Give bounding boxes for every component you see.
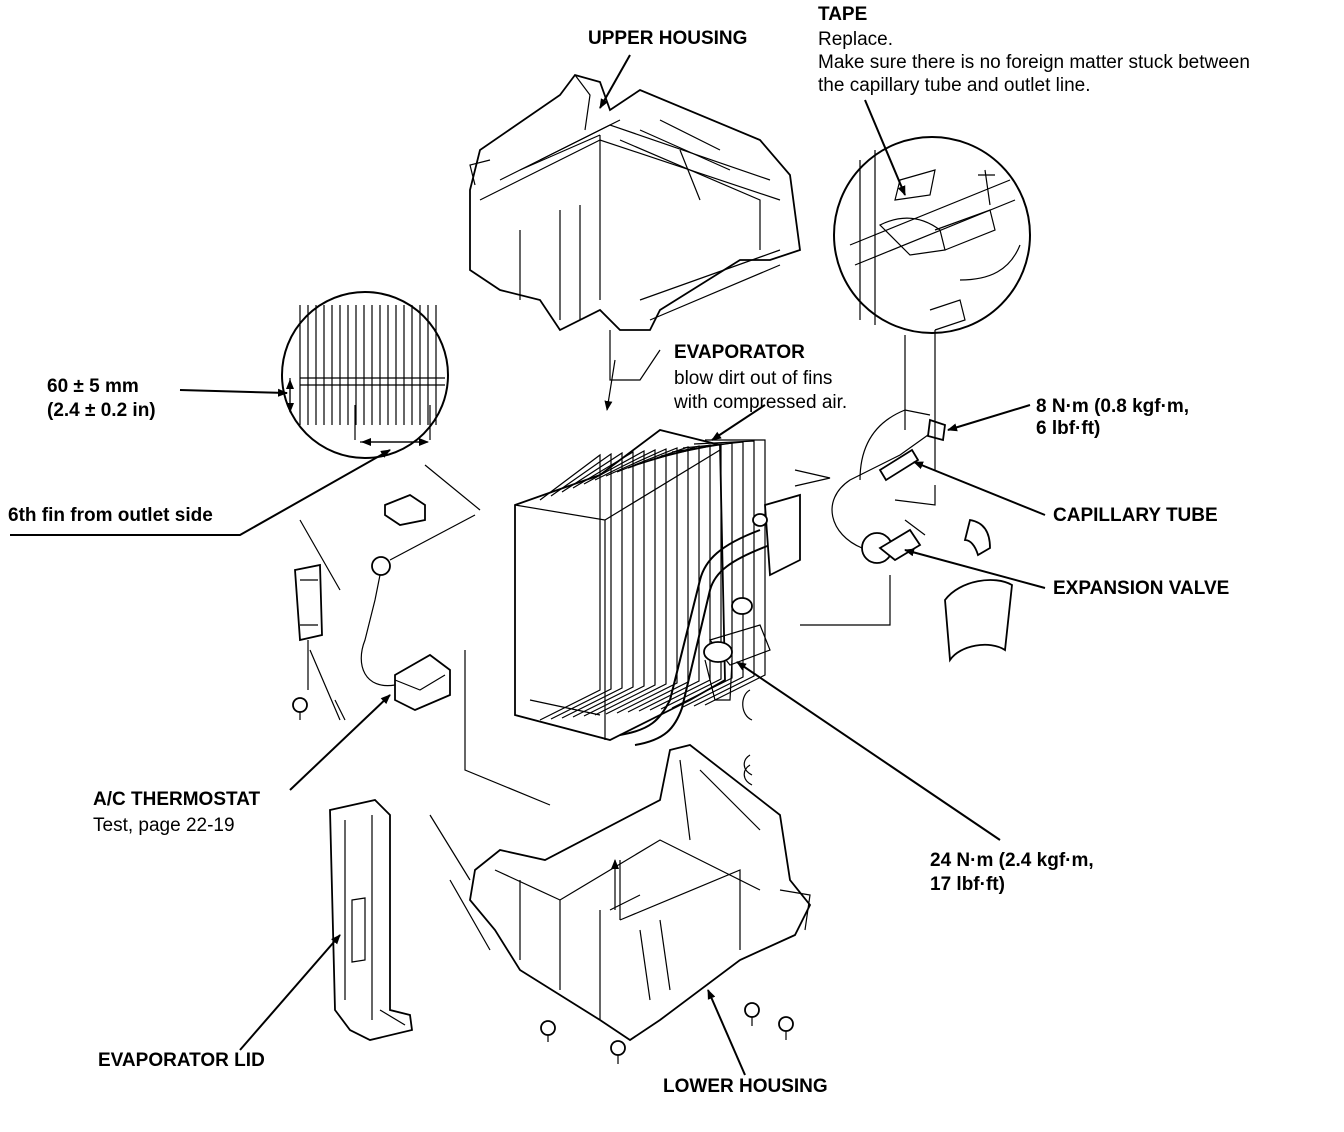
evaporator-line-1: blow dirt out of fins	[674, 368, 833, 389]
torque-24-line-1: 24 N·m (2.4 kgf·m,	[930, 850, 1094, 871]
expansion-valve-label: EXPANSION VALVE	[1053, 578, 1230, 599]
expansion-valve-part	[800, 409, 946, 626]
evaporator-fin	[660, 443, 722, 710]
evaporator-title: EVAPORATOR	[674, 342, 805, 363]
evaporator-fin	[693, 440, 755, 707]
evaporator-fin	[572, 450, 634, 718]
lower-housing-label: LOWER HOUSING	[663, 1076, 828, 1097]
screws-bottom	[540, 1002, 794, 1064]
evaporator-fin	[550, 452, 612, 720]
torque-8-line-2: 6 lbf·ft)	[1036, 418, 1101, 439]
insulation-pieces	[742, 518, 1013, 786]
flow-arrows	[334, 359, 936, 910]
thermostat-line-1: Test, page 22-19	[93, 815, 235, 836]
sixth-fin-label: 6th fin from outlet side	[8, 505, 213, 526]
tape-detail-circle	[833, 136, 1031, 470]
lower-housing-part	[429, 744, 812, 1042]
torque-24-line-2: 17 lbf·ft)	[930, 874, 1005, 895]
evaporator-lid-part	[329, 799, 413, 1041]
fin-detail-circle	[281, 291, 481, 511]
dimension-mm-label: 60 ± 5 mm	[47, 376, 139, 397]
evaporator-fin	[605, 448, 667, 715]
thermostat-title: A/C THERMOSTAT	[93, 789, 261, 810]
evaporator-fin	[671, 442, 733, 709]
upper-housing-label: UPPER HOUSING	[588, 28, 748, 49]
evaporator-line-2: with compressed air.	[674, 392, 848, 413]
thermostat-part	[360, 493, 551, 806]
evaporator-fin	[616, 447, 678, 714]
leader-lines	[10, 54, 1046, 1076]
tape-line-3: the capillary tube and outlet line.	[818, 75, 1091, 96]
tape-title: TAPE	[818, 4, 868, 25]
tape-line-2: Make sure there is no foreign matter stu…	[818, 52, 1250, 73]
tape-line-1: Replace.	[818, 29, 893, 50]
evaporator-fin	[539, 453, 601, 721]
capillary-tube-label: CAPILLARY TUBE	[1053, 505, 1218, 526]
evaporator-fin	[704, 439, 766, 706]
evaporator-lid-label: EVAPORATOR LID	[98, 1050, 265, 1071]
dimension-in-label: (2.4 ± 0.2 in)	[47, 400, 156, 421]
evaporator-fin	[583, 449, 645, 717]
evaporator-fin	[561, 451, 623, 719]
upper-housing-part	[469, 73, 801, 381]
evaporator-part	[514, 429, 801, 746]
torque-8-line-1: 8 N·m (0.8 kgf·m,	[1036, 396, 1190, 417]
bracket-part	[292, 519, 341, 721]
evaporator-fin	[594, 449, 656, 716]
